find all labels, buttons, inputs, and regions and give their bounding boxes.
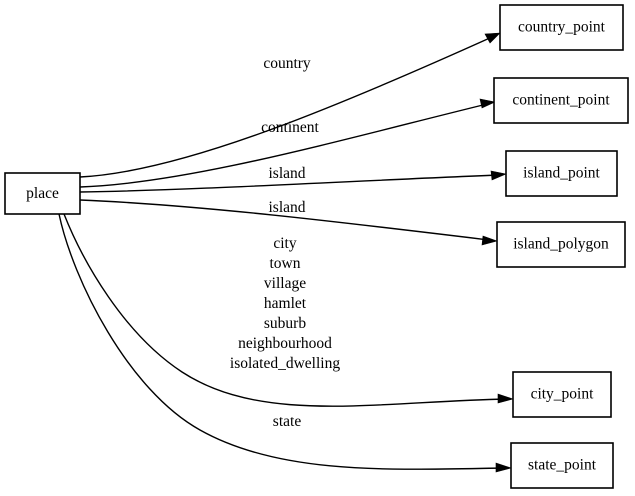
node-state_point[interactable]: state_point	[510, 442, 614, 489]
edge-path-country	[79, 36, 493, 178]
edge-path-continent	[79, 103, 488, 188]
edge-path-city	[63, 213, 506, 407]
node-continent_point-label: continent_point	[512, 92, 610, 109]
edge-label-city-line-4: hamlet	[264, 295, 307, 312]
edge-label-state: state	[273, 413, 302, 430]
edge-place-continent_point	[79, 98, 496, 188]
edge-arrowhead-island-point	[490, 170, 508, 181]
edge-path-state	[58, 213, 504, 470]
node-continent_point-box[interactable]	[493, 77, 629, 124]
edge-label-city-group: city town village hamlet suburb neighbou…	[230, 235, 340, 372]
node-place-label: place	[26, 185, 59, 202]
node-country_point-label: country_point	[518, 19, 606, 36]
node-place-box[interactable]	[4, 172, 81, 215]
node-state_point-box[interactable]	[510, 442, 614, 489]
edge-place-island_point	[79, 170, 508, 193]
edge-place-island_polygon	[79, 199, 499, 246]
node-state_point-label: state_point	[528, 457, 597, 474]
edge-label-island-point: island	[268, 165, 305, 182]
node-continent_point[interactable]: continent_point	[493, 77, 629, 124]
node-island_point[interactable]: island_point	[505, 150, 618, 197]
edge-label-island-polygon: island	[268, 199, 305, 216]
node-city_point[interactable]: city_point	[512, 371, 612, 418]
edge-label-city-line-5: suburb	[264, 315, 306, 332]
edge-label-country: country	[263, 55, 311, 72]
node-island_point-label: island_point	[523, 165, 600, 182]
node-place[interactable]: place	[4, 172, 81, 215]
edge-label-city-line-1: city	[273, 235, 296, 252]
edge-place-city_point	[63, 213, 515, 407]
edge-place-state_point	[58, 213, 513, 473]
node-country_point[interactable]: country_point	[499, 4, 624, 51]
edge-arrowhead-state	[495, 462, 513, 473]
node-city_point-label: city_point	[531, 386, 595, 403]
node-country_point-box[interactable]	[499, 4, 624, 51]
edge-label-city-line-2: town	[270, 255, 301, 272]
node-island_polygon-box[interactable]	[496, 221, 626, 268]
edge-arrowhead-city	[497, 393, 515, 404]
edge-label-continent: continent	[261, 119, 319, 136]
edge-place-country_point	[79, 32, 501, 178]
node-island_polygon-label: island_polygon	[513, 236, 609, 253]
edge-arrowhead-continent	[479, 98, 496, 109]
node-island_polygon[interactable]: island_polygon	[496, 221, 626, 268]
edge-path-island-polygon	[79, 199, 490, 241]
edge-label-city-line-6: neighbourhood	[238, 335, 332, 352]
edge-path-island-point	[79, 174, 499, 193]
edge-label-city-line-7: isolated_dwelling	[230, 355, 340, 372]
edge-label-city-line-3: village	[264, 275, 306, 292]
node-island_point-box[interactable]	[505, 150, 618, 197]
node-city_point-box[interactable]	[512, 371, 612, 418]
edge-arrowhead-country	[484, 32, 501, 44]
edge-arrowhead-island-polygon	[481, 235, 499, 246]
